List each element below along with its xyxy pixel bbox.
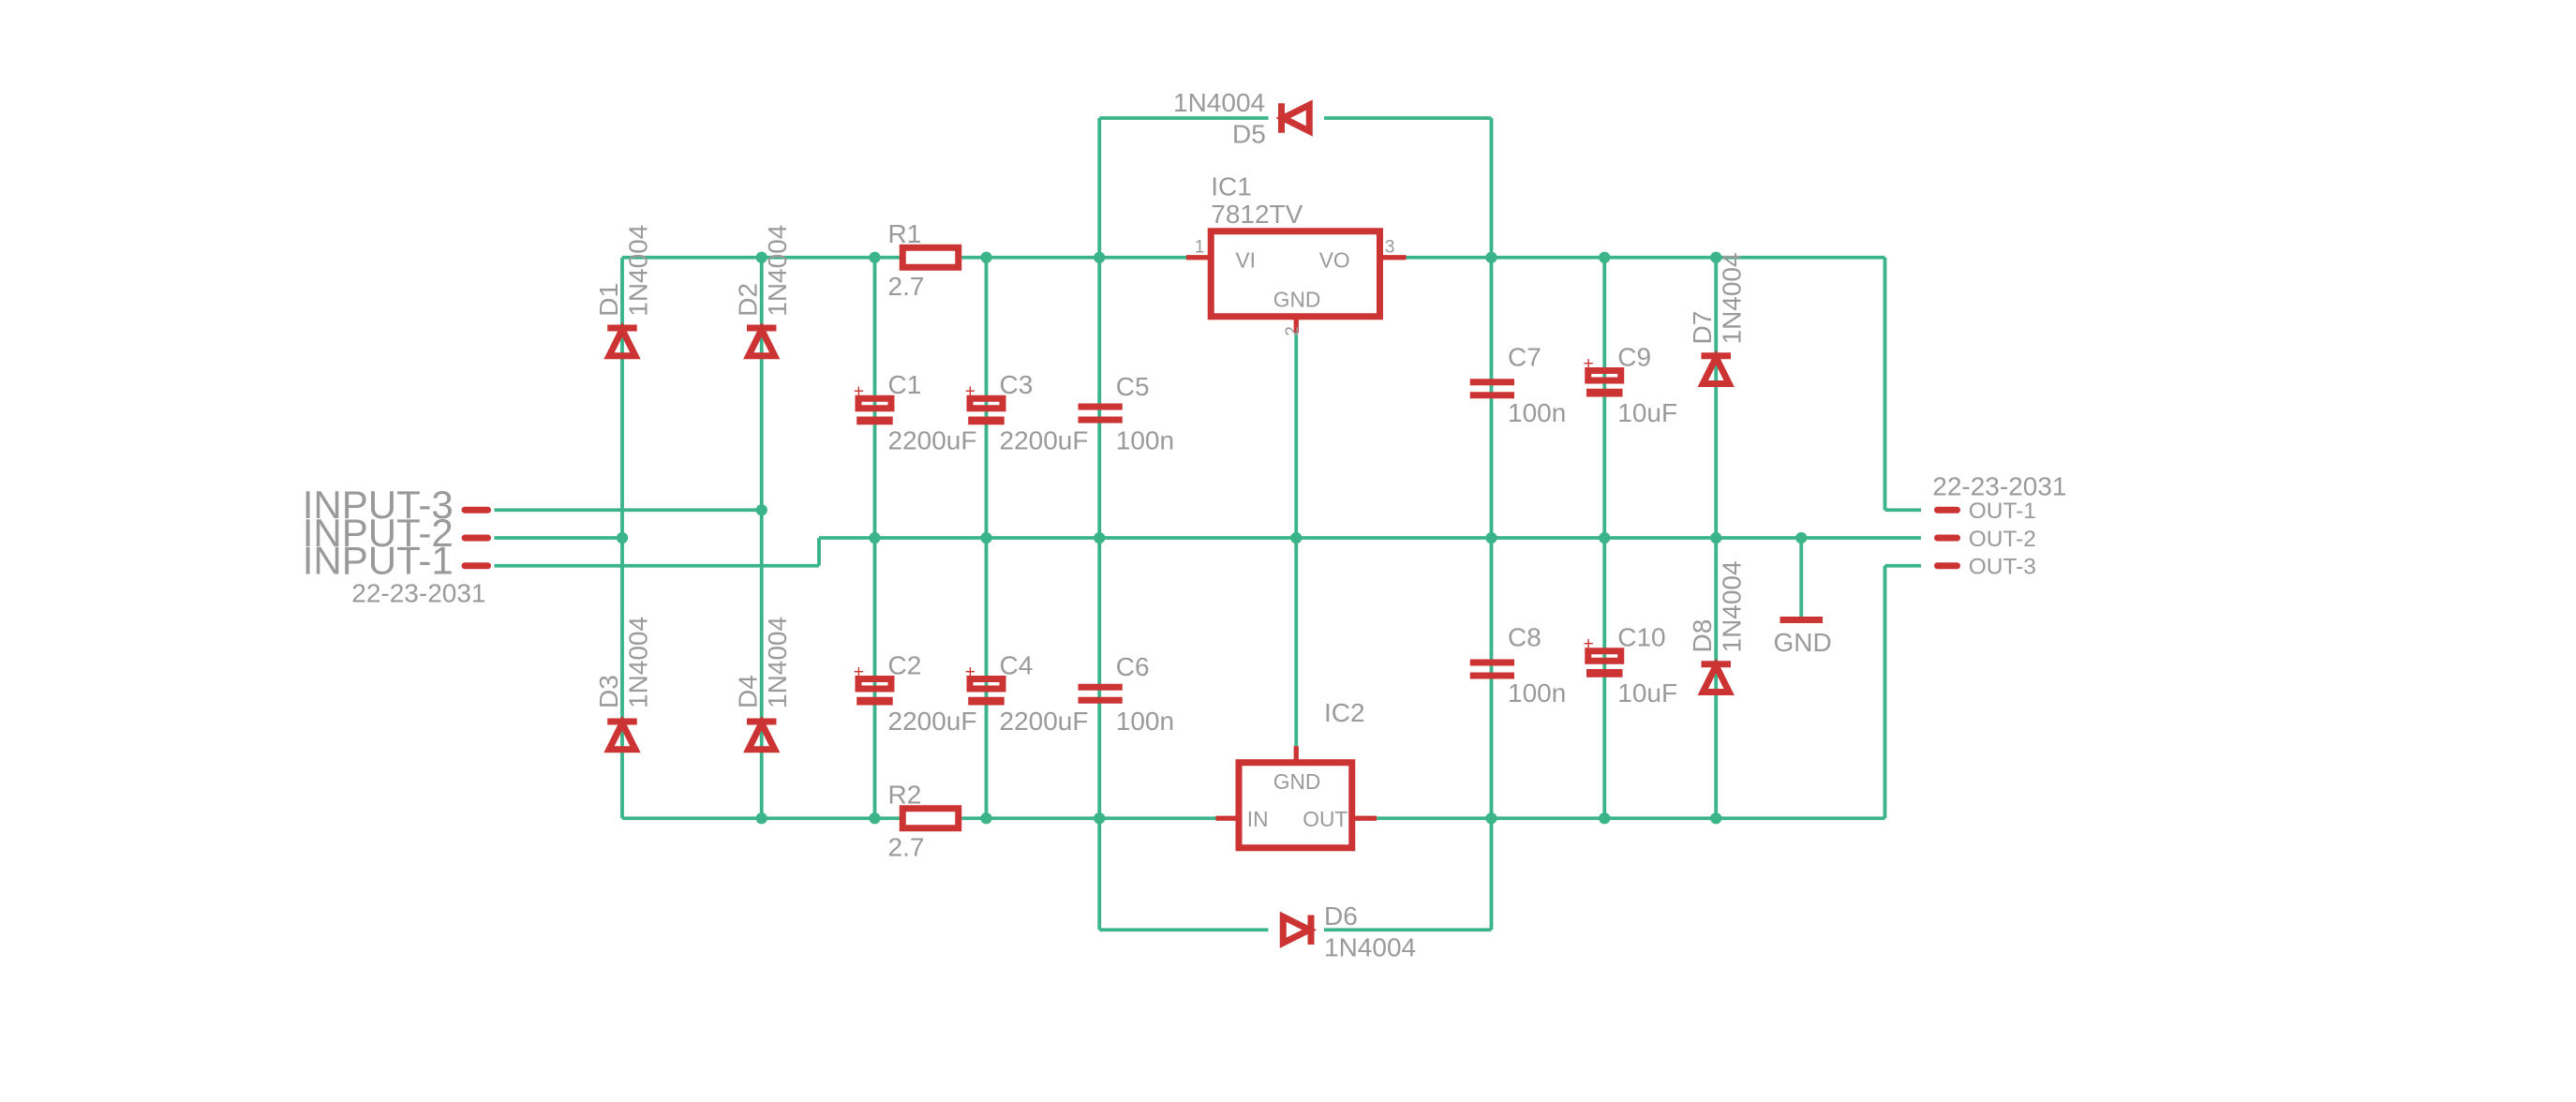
svg-text:+: + [1584, 634, 1594, 654]
diode-d3-ref: D3 [594, 675, 623, 708]
capacitor-c2: + C2 2200uF [854, 650, 977, 736]
ic2-pin-out: OUT [1303, 807, 1348, 831]
svg-text:+: + [854, 382, 864, 402]
diode-d8-ref: D8 [1688, 619, 1717, 653]
output-connector: OUT-1 OUT-2 OUT-3 22-23-2031 [1932, 472, 2066, 580]
resistor-r1-ref: R1 [888, 219, 922, 248]
diode-d4: D4 1N4004 [734, 617, 792, 753]
capacitor-c8: C8 100n [1469, 623, 1566, 707]
diode-d6-value: 1N4004 [1324, 932, 1416, 961]
diode-d6: D6 1N4004 [1279, 901, 1416, 961]
ic2-ref: IC2 [1324, 698, 1365, 727]
capacitor-c6-value: 100n [1116, 707, 1174, 736]
capacitor-c4-value: 2200uF [1000, 707, 1089, 736]
capacitor-c9-ref: C9 [1617, 342, 1651, 371]
capacitor-c5-value: 100n [1116, 426, 1174, 455]
capacitor-c3: + C3 2200uF [965, 370, 1089, 455]
diode-d7: D7 1N4004 [1688, 252, 1747, 387]
output-connector-ref: 22-23-2031 [1932, 472, 2066, 501]
diode-d5-value: 1N4004 [1173, 88, 1265, 117]
resistor-r2-value: 2.7 [888, 833, 925, 862]
diode-d4-value: 1N4004 [763, 617, 792, 708]
output-pin-2-label: OUT-2 [1969, 527, 2036, 552]
input-pin-1-label: INPUT-1 [303, 539, 454, 583]
diode-d1-value: 1N4004 [623, 225, 652, 317]
diode-d5: 1N4004 D5 [1173, 88, 1313, 148]
capacitor-c10: + C10 10uF [1584, 623, 1678, 708]
capacitor-c7-ref: C7 [1508, 342, 1541, 371]
capacitor-c10-value: 10uF [1617, 678, 1677, 707]
ground-label: GND [1774, 628, 1832, 657]
resistor-r2-ref: R2 [888, 781, 922, 810]
diode-d2-ref: D2 [734, 283, 763, 317]
capacitor-c8-value: 100n [1508, 678, 1566, 707]
resistor-r1-value: 2.7 [888, 272, 925, 301]
capacitor-c9-value: 10uF [1617, 398, 1677, 427]
capacitor-c9: + C9 10uF [1584, 342, 1678, 427]
diode-d5-ref: D5 [1232, 119, 1266, 148]
diode-d7-ref: D7 [1688, 311, 1717, 345]
diode-d8-value: 1N4004 [1718, 560, 1747, 652]
junction-dots [616, 251, 1808, 825]
capacitor-c3-ref: C3 [1000, 370, 1034, 399]
diode-d1-ref: D1 [594, 283, 623, 317]
ic1-pin-1: 1 [1195, 238, 1205, 258]
diode-d4-ref: D4 [734, 675, 763, 708]
ground-symbol: GND [1774, 617, 1832, 657]
input-connector: INPUT-3 INPUT-2 INPUT-1 22-23-2031 [303, 483, 491, 607]
input-connector-ref: 22-23-2031 [351, 578, 485, 607]
diode-d6-ref: D6 [1324, 901, 1358, 931]
capacitor-c1-ref: C1 [888, 370, 922, 399]
svg-text:+: + [965, 382, 975, 402]
diode-d3: D3 1N4004 [594, 617, 652, 753]
regulator-ic1: IC1 7812TV VI VO GND 1 3 2 [1186, 171, 1407, 336]
capacitor-c2-value: 2200uF [888, 707, 977, 736]
resistor-r1: R1 2.7 [888, 219, 962, 301]
capacitor-c1-value: 2200uF [888, 426, 977, 455]
capacitor-c3-value: 2200uF [1000, 426, 1089, 455]
capacitor-c4: + C4 2200uF [965, 650, 1089, 736]
capacitor-c6-ref: C6 [1116, 652, 1150, 681]
diode-d8: D8 1N4004 [1688, 560, 1747, 695]
capacitor-c4-ref: C4 [1000, 650, 1034, 679]
ic1-value: 7812TV [1211, 200, 1303, 229]
ic1-pin-vo: VO [1319, 247, 1350, 272]
capacitor-c1: + C1 2200uF [854, 370, 977, 455]
input-pin-2-label: INPUT-2 [303, 511, 454, 555]
resistor-r2: R2 2.7 [888, 781, 962, 862]
capacitor-c6: C6 100n [1078, 652, 1174, 736]
capacitor-c5: C5 100n [1078, 372, 1174, 455]
svg-text:+: + [1584, 354, 1594, 374]
regulator-ic2: IC2 GND IN OUT [1215, 698, 1377, 852]
ic1-pin-3: 3 [1385, 238, 1395, 258]
svg-text:+: + [854, 663, 864, 682]
output-pin-1-label: OUT-1 [1969, 499, 2036, 524]
input-pin-3-label: INPUT-3 [303, 483, 454, 527]
capacitor-c7-value: 100n [1508, 398, 1566, 427]
ic1-pin-2: 2 [1283, 326, 1303, 336]
diode-d2-value: 1N4004 [763, 225, 792, 317]
capacitor-c10-ref: C10 [1617, 623, 1665, 652]
ic1-pin-gnd: GND [1273, 287, 1321, 311]
diode-d3-value: 1N4004 [623, 617, 652, 708]
ic1-ref: IC1 [1211, 171, 1252, 201]
ic2-pin-in: IN [1247, 807, 1269, 831]
output-pin-3-label: OUT-3 [1969, 555, 2036, 580]
diode-d7-value: 1N4004 [1718, 252, 1747, 344]
ic1-pin-vi: VI [1236, 247, 1257, 272]
capacitor-c5-ref: C5 [1116, 372, 1150, 401]
ic2-pin-gnd: GND [1273, 769, 1321, 794]
capacitor-c8-ref: C8 [1508, 623, 1541, 652]
svg-text:+: + [965, 663, 975, 682]
diode-d2: D2 1N4004 [734, 225, 792, 360]
capacitor-c2-ref: C2 [888, 650, 922, 679]
diode-d1: D1 1N4004 [594, 225, 652, 360]
capacitor-c7: C7 100n [1469, 342, 1566, 427]
